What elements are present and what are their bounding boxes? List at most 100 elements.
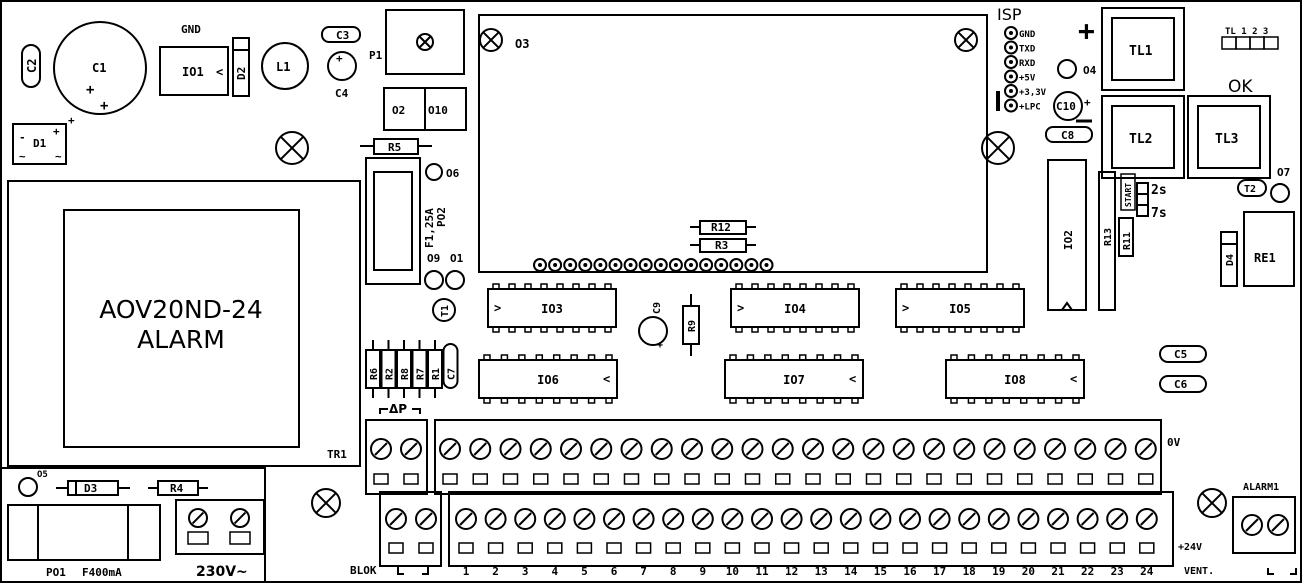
label-io8: IO8 xyxy=(1004,373,1026,387)
label-c4: C4 xyxy=(335,87,349,100)
isp-pin: GND xyxy=(1004,26,1036,40)
label-io3: IO3 xyxy=(541,302,563,316)
label-tl1: TL1 xyxy=(1129,44,1153,59)
terminal-13: 13 xyxy=(810,508,833,578)
terminal-7: 7 xyxy=(632,508,655,578)
label-r5: R5 xyxy=(388,141,401,154)
label-p1: P1 xyxy=(369,49,383,62)
terminal-number: 14 xyxy=(844,565,858,578)
capacitor-c6: C6 xyxy=(1159,375,1207,393)
terminal-number: 7 xyxy=(640,565,647,578)
label-t2: T2 xyxy=(1244,184,1256,195)
label-c8: C8 xyxy=(1061,129,1074,142)
start-jumper: START 2s 7s xyxy=(1120,173,1167,221)
resistor-r9: R9 xyxy=(682,294,700,356)
terminal-number: 2 xyxy=(492,565,499,578)
isp-pin: +5V xyxy=(1004,69,1036,84)
svg-text:+: + xyxy=(336,52,343,65)
terminal-number: 15 xyxy=(874,565,887,578)
led-o4: O4 xyxy=(1057,59,1097,79)
label-r9: R9 xyxy=(687,320,698,332)
svg-text:~: ~ xyxy=(19,150,26,163)
resistor-r4: R4 xyxy=(148,480,208,496)
label-r7: R7 xyxy=(416,368,427,380)
terminal-22: 22 xyxy=(1076,508,1099,578)
diode-d2: D2 xyxy=(232,37,250,97)
resistor-r8: R8 xyxy=(396,340,412,398)
dip-chips: >IO3>IO4>IO5<IO6<IO7<IO8 xyxy=(478,283,1085,404)
capacitor-c2: C2 xyxy=(21,44,41,88)
terminal-24: 24 xyxy=(1135,508,1158,578)
svg-text:<: < xyxy=(216,65,223,79)
mcu-pin xyxy=(684,258,698,272)
isp-pin-label: TXD xyxy=(1019,45,1036,55)
terminal-number: 10 xyxy=(726,565,739,578)
label-tl-header: TL 1 2 3 xyxy=(1225,27,1268,37)
label-vent: VENT. xyxy=(1184,566,1214,577)
label-o4: O4 xyxy=(1083,64,1097,77)
label-7s: 7s xyxy=(1151,206,1167,221)
mcu-pin xyxy=(578,258,593,272)
terminal-number: 6 xyxy=(611,565,618,578)
button-tl2[interactable]: TL2 xyxy=(1101,95,1185,179)
label-o3: O3 xyxy=(515,37,529,51)
label-tl2: TL2 xyxy=(1129,132,1152,147)
terminal-number: 23 xyxy=(1111,565,1124,578)
chip-io3: >IO3 xyxy=(487,283,617,333)
transistor-t2: T2 xyxy=(1237,179,1267,197)
resistor-r7: R7 xyxy=(411,340,428,398)
chip-io2: IO2 xyxy=(1047,159,1087,311)
label-io2: IO2 xyxy=(1062,230,1075,250)
delta-p-label: ΔP xyxy=(379,402,421,416)
transformer-function-label: ALARM xyxy=(137,325,225,354)
terminal-number: 9 xyxy=(699,565,706,578)
terminal-2: 2 xyxy=(484,508,507,578)
label-2s: 2s xyxy=(1151,183,1167,198)
terminal-3: 3 xyxy=(514,508,537,578)
label-d4: D4 xyxy=(1225,254,1236,266)
isp-pin: TXD xyxy=(1004,40,1036,55)
label-l1: L1 xyxy=(276,60,290,74)
capacitor-c7: C7 xyxy=(442,343,459,389)
mcu-pin xyxy=(668,258,683,272)
terminal-number: 22 xyxy=(1081,565,1094,578)
diode-d3: D3 xyxy=(56,480,130,496)
terminal-number: 11 xyxy=(755,565,769,578)
bridge-rectifier-d1: D1 - + + ~ ~ xyxy=(12,114,75,165)
isp-pin-label: +5V xyxy=(1019,74,1036,84)
label-f400ma: F400mA xyxy=(82,566,122,579)
label-r4: R4 xyxy=(170,482,184,495)
optocouplers-o2-o10: O2 O10 xyxy=(383,87,467,131)
label-plus24v: +24V xyxy=(1178,542,1202,553)
mcu-pin xyxy=(699,258,714,272)
svg-text:>: > xyxy=(902,301,909,315)
label-re1: RE1 xyxy=(1254,251,1276,265)
label-t1: T1 xyxy=(440,305,451,317)
svg-text:>: > xyxy=(737,301,744,315)
svg-text:~: ~ xyxy=(55,150,62,163)
terminal-number: 19 xyxy=(992,565,1005,578)
resistor-r13: R13 xyxy=(1098,171,1116,311)
svg-text:+: + xyxy=(1084,96,1091,109)
transistor-t1: T1 xyxy=(432,298,456,322)
svg-text:+: + xyxy=(657,340,663,351)
capacitor-c5: C5 xyxy=(1159,345,1207,363)
terminal-14: 14 xyxy=(839,508,862,578)
label-c3: C3 xyxy=(336,29,349,42)
chip-io8: <IO8 xyxy=(945,354,1085,404)
blok-bracket xyxy=(397,566,429,575)
resistor-r3: R3 xyxy=(690,238,756,253)
label-o1: O1 xyxy=(450,252,464,265)
button-tl1[interactable]: TL1 xyxy=(1101,7,1185,91)
label-f125a: F1,25A xyxy=(423,208,436,248)
label-r11: R11 xyxy=(1122,232,1133,250)
button-tl3[interactable]: TL3 xyxy=(1187,95,1271,179)
terminal-17: 17 xyxy=(928,508,951,578)
terminal-number: 1 xyxy=(463,565,470,578)
mounting-hole xyxy=(1197,488,1227,518)
mcu-pin xyxy=(744,258,759,272)
